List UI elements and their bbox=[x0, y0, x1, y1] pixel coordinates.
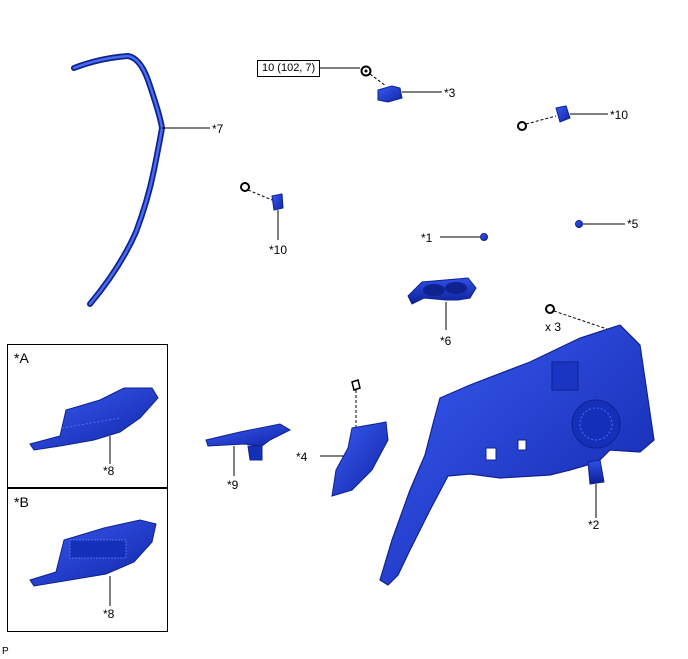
inset-b-part bbox=[29, 519, 157, 606]
corner-mark: P bbox=[2, 646, 9, 657]
quarter-trim-panel bbox=[379, 324, 655, 586]
label-part-3: *3 bbox=[444, 86, 456, 100]
label-part-5: *5 bbox=[627, 217, 639, 231]
scuff-plate-part bbox=[205, 423, 292, 476]
quantity-label: x 3 bbox=[545, 320, 562, 334]
weatherstrip-part bbox=[71, 52, 210, 307]
label-part-10a: *10 bbox=[610, 108, 629, 122]
label-part-10b: *10 bbox=[269, 243, 288, 257]
bracket-part-10b bbox=[240, 182, 284, 240]
bracket-part-10a bbox=[517, 105, 608, 131]
inset-box-b bbox=[7, 488, 168, 632]
small-part-5 bbox=[575, 220, 625, 228]
label-part-1: *1 bbox=[421, 231, 433, 245]
label-part-2: *2 bbox=[588, 518, 600, 532]
bolt-torque bbox=[318, 65, 387, 87]
label-part-8b: *8 bbox=[103, 607, 115, 621]
label-part-8a: *8 bbox=[103, 464, 115, 478]
label-part-6: *6 bbox=[440, 334, 452, 348]
torque-spec-box: 10 (102, 7) bbox=[257, 60, 321, 77]
pillar-garnish-part bbox=[320, 379, 389, 497]
inset-a-part bbox=[29, 387, 159, 464]
inset-box-a bbox=[7, 344, 168, 488]
bolt-x3 bbox=[545, 304, 611, 331]
small-part-1 bbox=[440, 233, 488, 241]
label-part-9: *9 bbox=[227, 478, 239, 492]
label-part-7: *7 bbox=[212, 122, 224, 136]
cup-holder-part bbox=[407, 277, 477, 330]
inset-label-a: *A bbox=[14, 350, 29, 366]
label-part-4: *4 bbox=[296, 450, 308, 464]
inset-label-b: *B bbox=[14, 494, 29, 510]
clip-part-3 bbox=[377, 85, 442, 103]
